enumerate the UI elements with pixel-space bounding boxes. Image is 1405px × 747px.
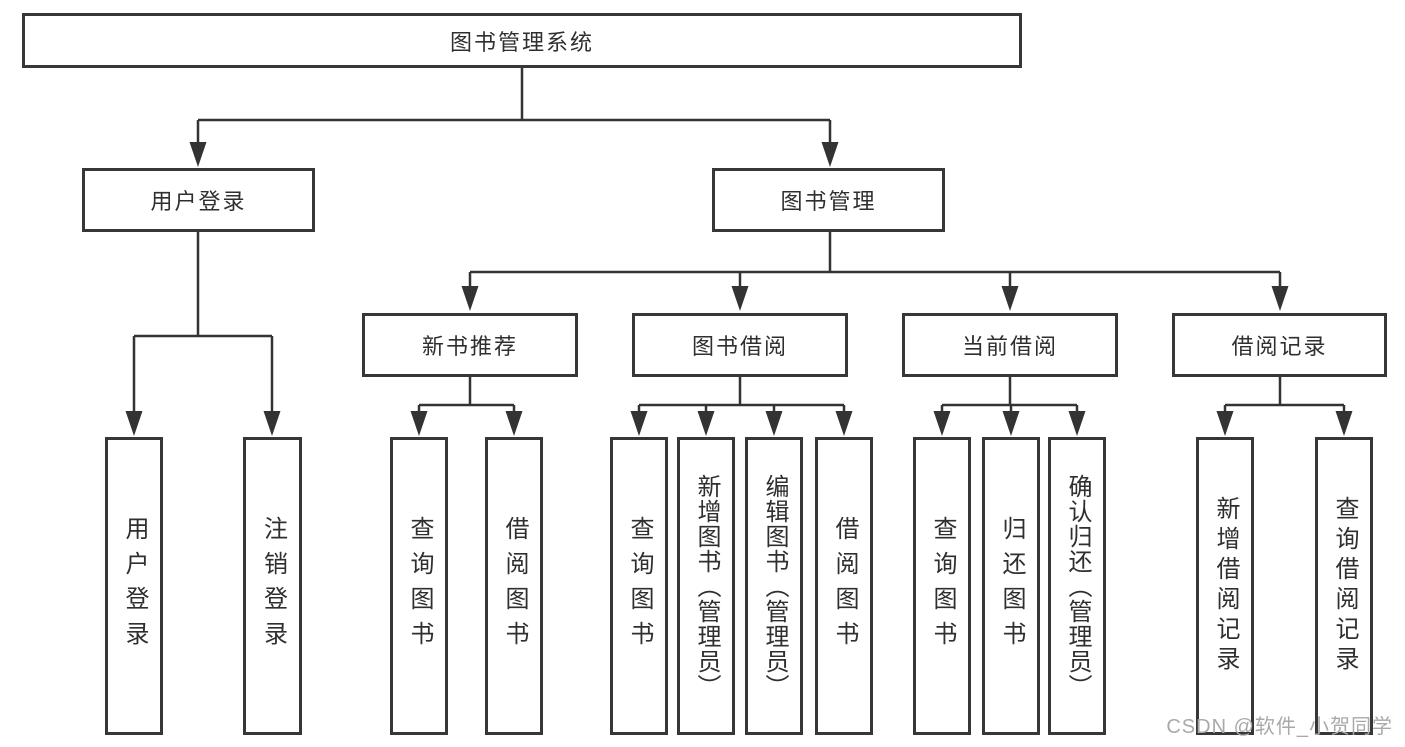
node-book-borrowing-label: 图书借阅 xyxy=(691,334,788,359)
node-book-management-label: 图书管理 xyxy=(780,189,877,214)
node-root-label: 图书管理系统 xyxy=(449,29,594,55)
leaf-logout-label: 注销登录 xyxy=(259,516,287,656)
leaf-borrow-books-1-label: 借阅图书 xyxy=(501,516,528,656)
leaf-borrow-books-2-label: 借阅图书 xyxy=(831,516,858,656)
node-borrowing-records: 借阅记录 xyxy=(1172,313,1387,377)
leaf-add-borrow-record-label: 新增借阅记录 xyxy=(1212,496,1239,676)
leaf-confirm-return-admin-label: 确认归还（管理员） xyxy=(1064,473,1091,699)
node-root: 图书管理系统 xyxy=(22,13,1022,68)
arrowheads xyxy=(125,142,1353,436)
node-book-management: 图书管理 xyxy=(712,168,945,232)
leaf-query-books-1: 查询图书 xyxy=(390,437,448,735)
node-current-borrowing-label: 当前借阅 xyxy=(961,334,1058,359)
node-current-borrowing: 当前借阅 xyxy=(902,313,1118,377)
leaf-query-borrow-record-label: 查询借阅记录 xyxy=(1331,496,1358,676)
csdn-watermark: CSDN @软件_小贺同学 xyxy=(1166,716,1393,738)
leaf-user-login: 用户登录 xyxy=(105,437,163,735)
node-new-book-recommend: 新书推荐 xyxy=(362,313,578,377)
leaf-query-books-3: 查询图书 xyxy=(913,437,971,735)
node-book-borrowing: 图书借阅 xyxy=(632,313,848,377)
leaf-add-book-admin-label: 新增图书（管理员） xyxy=(693,473,720,699)
leaf-query-books-3-label: 查询图书 xyxy=(929,516,956,656)
leaf-user-login-label: 用户登录 xyxy=(121,516,148,656)
leaf-return-book: 归还图书 xyxy=(982,437,1040,735)
leaf-edit-book-admin-label: 编辑图书（管理员） xyxy=(761,473,788,699)
node-user-login: 用户登录 xyxy=(82,168,315,232)
leaf-add-borrow-record: 新增借阅记录 xyxy=(1196,437,1254,735)
leaf-query-books-2-label: 查询图书 xyxy=(626,516,653,656)
leaf-add-book-admin: 新增图书（管理员） xyxy=(677,437,735,735)
leaf-return-book-label: 归还图书 xyxy=(998,516,1025,656)
leaf-query-borrow-record: 查询借阅记录 xyxy=(1315,437,1373,735)
node-borrowing-records-label: 借阅记录 xyxy=(1231,334,1328,359)
leaf-logout: 注销登录 xyxy=(243,437,302,735)
leaf-query-books-1-label: 查询图书 xyxy=(406,516,433,656)
leaf-edit-book-admin: 编辑图书（管理员） xyxy=(745,437,803,735)
leaf-borrow-books-2: 借阅图书 xyxy=(815,437,873,735)
leaf-confirm-return-admin: 确认归还（管理员） xyxy=(1048,437,1106,735)
node-new-book-recommend-label: 新书推荐 xyxy=(421,334,518,359)
leaf-query-books-2: 查询图书 xyxy=(610,437,668,735)
leaf-borrow-books-1: 借阅图书 xyxy=(485,437,543,735)
node-user-login-label: 用户登录 xyxy=(150,189,247,214)
